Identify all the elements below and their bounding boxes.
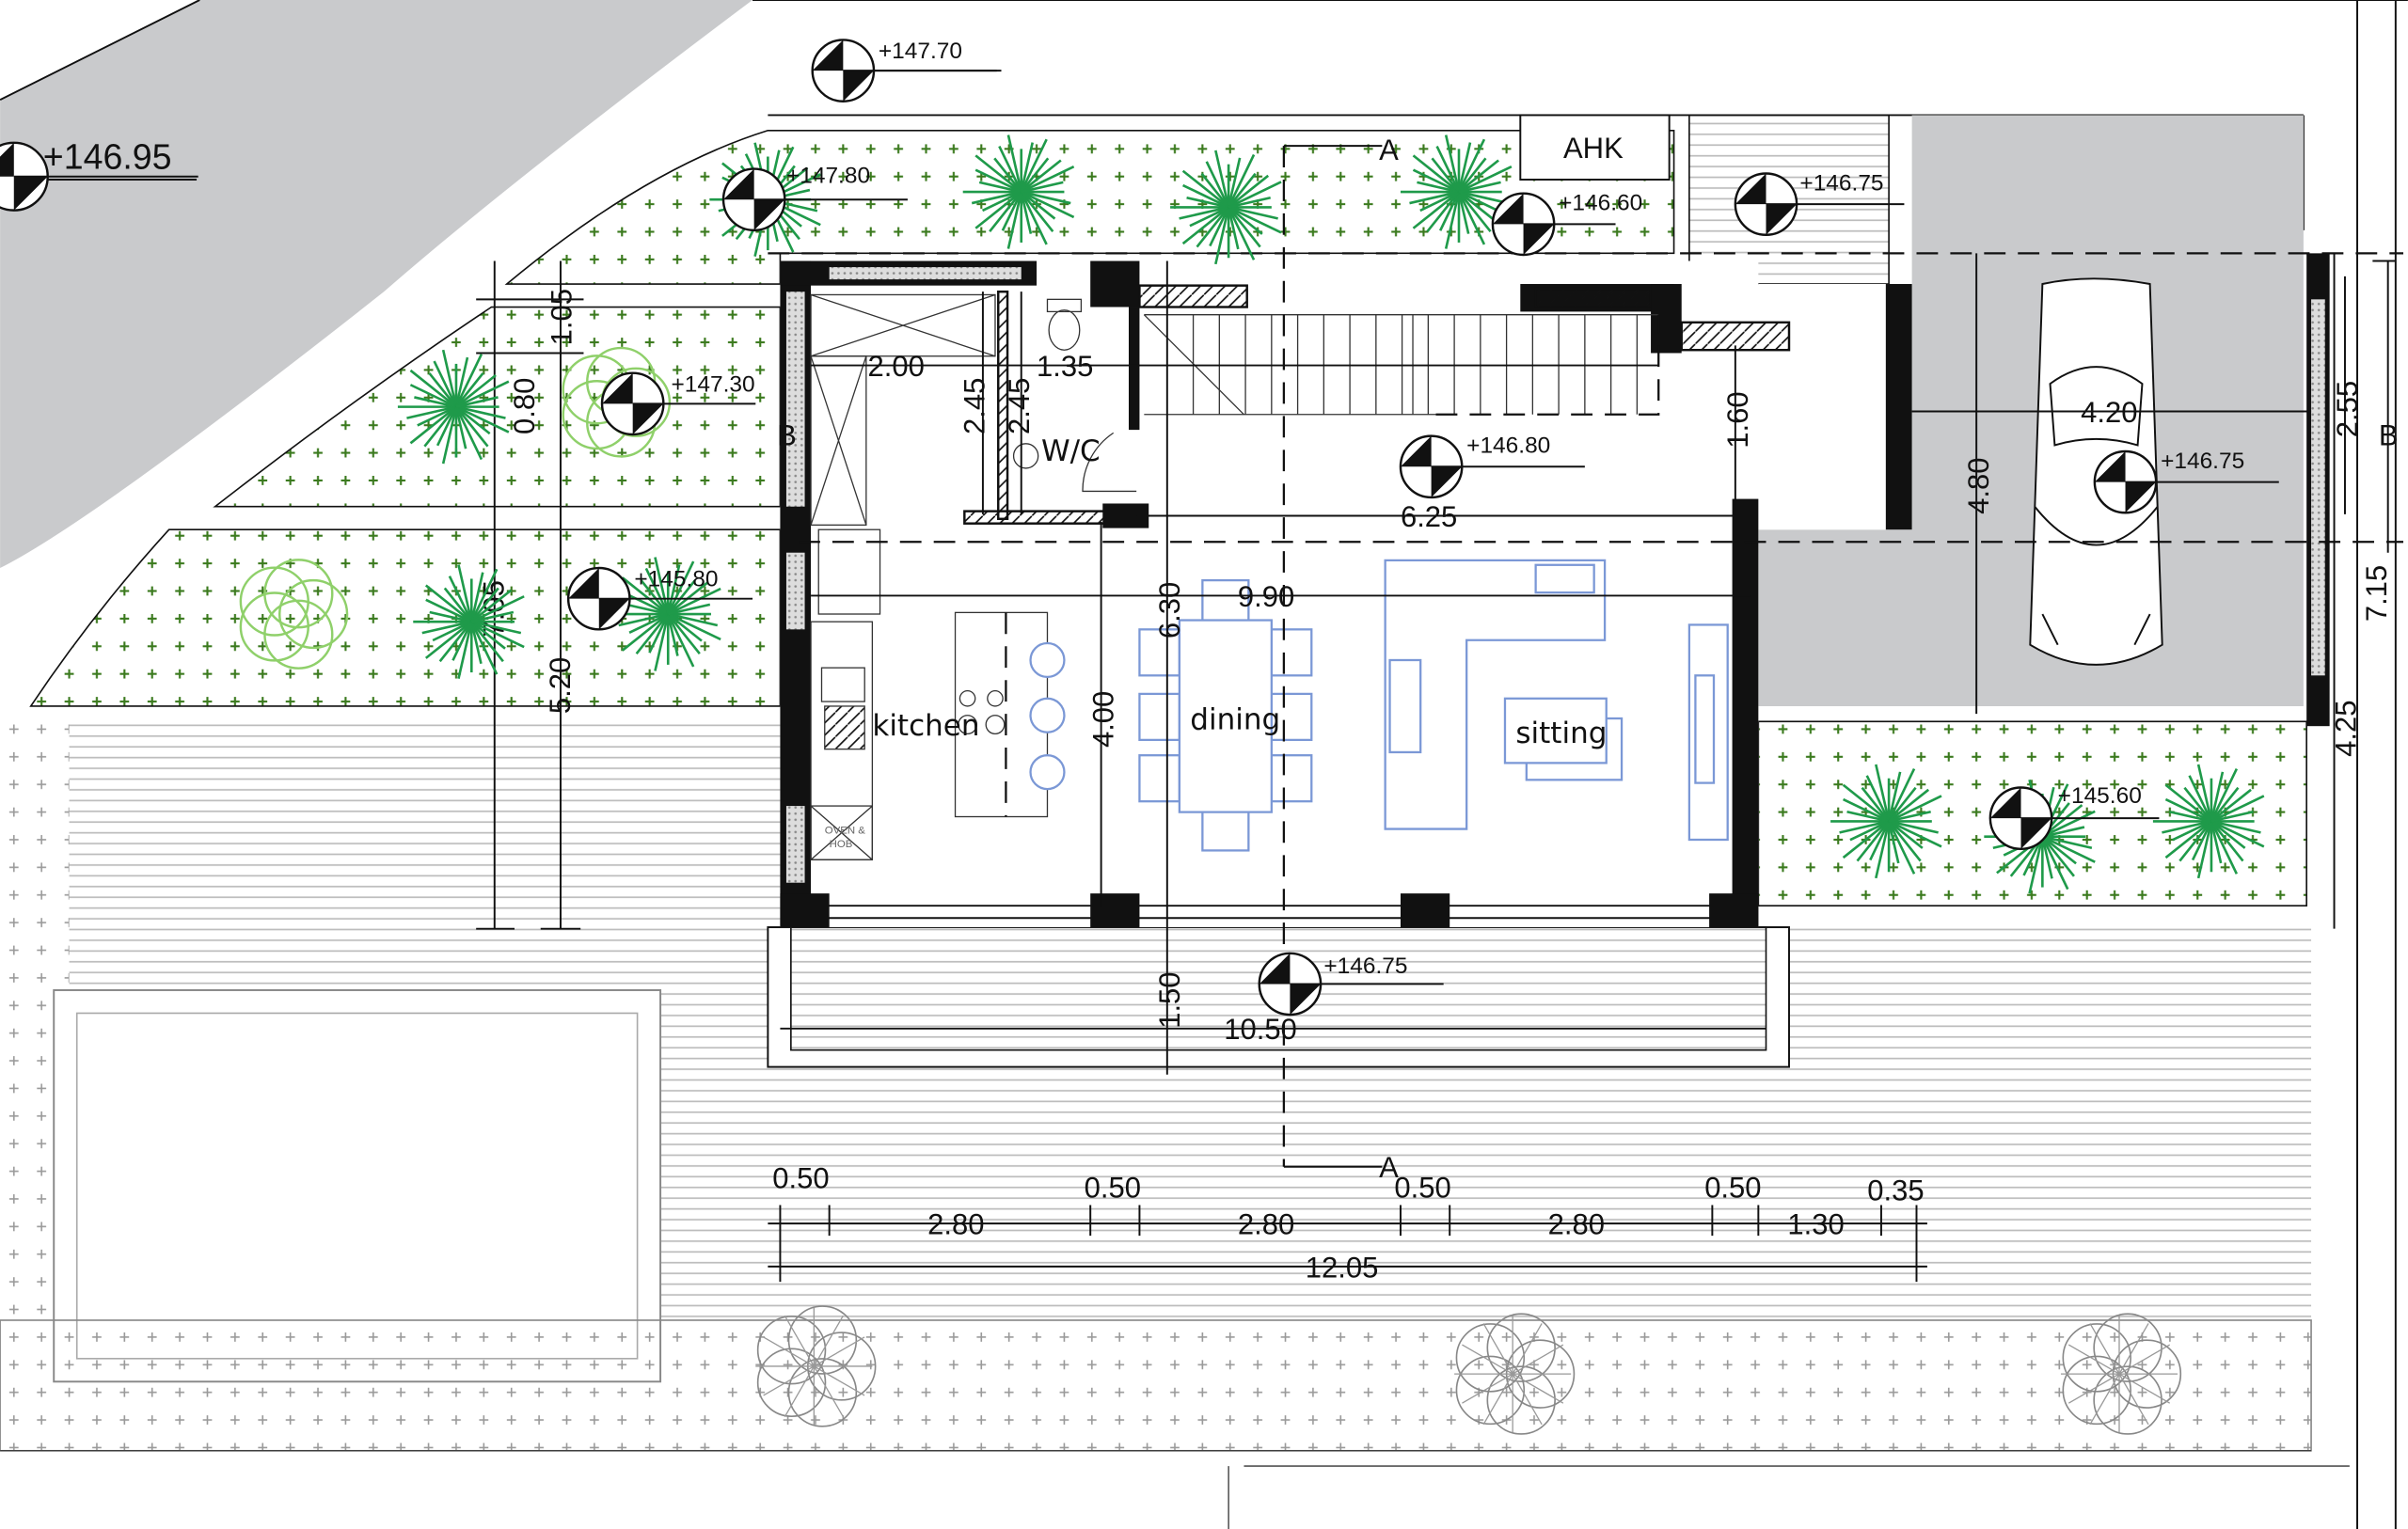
level-marker-icon xyxy=(600,371,756,436)
dim-stair-width: 6.25 xyxy=(1401,500,1457,533)
level-garden-left: +147.30 xyxy=(672,371,755,397)
dim-entrance-depth: 1.60 xyxy=(1721,391,1754,448)
wc-label: W/C xyxy=(1041,434,1101,468)
bar-stools xyxy=(1029,641,1066,791)
level-living: +146.80 xyxy=(1466,433,1550,459)
dim-kitchen-depth: 4.00 xyxy=(1087,691,1120,748)
level-terrace: +146.75 xyxy=(1323,954,1407,979)
tree-icon xyxy=(397,349,510,465)
sofa xyxy=(1384,559,1729,842)
dining-label: dining xyxy=(1190,702,1280,736)
level-marker-icon xyxy=(811,39,997,102)
section-b-right-label: B xyxy=(2379,418,2399,451)
dim-right-lower: 4.25 xyxy=(2329,700,2362,756)
road-area xyxy=(0,0,753,569)
hob-label: HOB xyxy=(830,839,853,850)
level-marker-icon xyxy=(1988,786,2160,851)
dim-living-depth: 6.30 xyxy=(1153,582,1186,638)
dim-terrace-width: 10.50 xyxy=(1224,1013,1297,1046)
section-a-bottom-label: A xyxy=(1379,1151,1399,1184)
level-markers xyxy=(0,39,2279,1017)
tree-icon xyxy=(610,557,721,671)
dim-col-4: 0.50 xyxy=(1704,1171,1761,1204)
section-a-top-label: A xyxy=(1379,134,1399,166)
road-edge xyxy=(0,0,200,101)
ahk-box xyxy=(1519,114,1671,181)
level-marker-icon xyxy=(721,167,908,232)
dim-terrace-depth: 1.50 xyxy=(1153,971,1186,1028)
level-marker-icon xyxy=(566,566,753,631)
garden-bottom xyxy=(0,1319,2312,1452)
level-garage: +146.75 xyxy=(2161,449,2244,474)
entrance-floor xyxy=(1758,284,1890,530)
sitting-label: sitting xyxy=(1515,717,1607,750)
tree-icon xyxy=(413,564,525,679)
dim-bay-4: 1.30 xyxy=(1787,1208,1844,1241)
garden-top xyxy=(504,129,1675,285)
dim-right-upper: 2.55 xyxy=(2331,381,2364,437)
toilet xyxy=(1012,298,1137,493)
oven-label: OVEN & xyxy=(825,825,865,836)
dim-col-1: 0.50 xyxy=(772,1162,829,1195)
level-garden-top: +147.80 xyxy=(786,163,870,188)
level-labels: +146.95 +147.70 +147.80 +146.60 +146.75 … xyxy=(43,39,2244,979)
tree-icon xyxy=(1830,764,1942,879)
trees xyxy=(239,134,2265,1435)
walls xyxy=(780,253,2330,928)
level-garden-right: +145.60 xyxy=(2058,783,2142,809)
dim-right-total: 7.15 xyxy=(2360,565,2393,622)
level-marker-icon xyxy=(0,141,198,212)
level-entrance: +146.75 xyxy=(1799,170,1883,196)
dim-bay-2: 2.80 xyxy=(1238,1208,1294,1241)
kitchen-label: kitchen xyxy=(872,709,979,743)
level-ahk-garden: +146.60 xyxy=(1559,191,1642,216)
tree-outline-icon xyxy=(2060,1313,2182,1435)
site-line-bottom xyxy=(0,1450,2350,1529)
section-a-markers xyxy=(1283,145,2396,1168)
dim-col-3: 0.50 xyxy=(1394,1171,1450,1204)
dim-garage-width: 4.20 xyxy=(2081,396,2137,429)
dim-bay-1: 2.80 xyxy=(927,1208,984,1241)
tree-outline-icon xyxy=(755,1305,877,1427)
dim-garage-depth: 4.80 xyxy=(1962,458,1995,514)
dim-wc-depth: 2.45 xyxy=(1003,378,1036,434)
tree-outline-icon xyxy=(1454,1313,1576,1435)
level-marker-icon xyxy=(1258,952,1444,1017)
dim-garden-1: 1.05 xyxy=(545,289,578,345)
dim-kitchen-width: 2.00 xyxy=(867,350,924,383)
tree-icon xyxy=(2152,764,2265,879)
dim-bay-3: 2.80 xyxy=(1548,1208,1605,1241)
tree-icon xyxy=(1170,150,1282,265)
dim-garden-2: 0.80 xyxy=(508,378,541,434)
dim-wc-width: 1.35 xyxy=(1037,350,1093,383)
dimension-labels: 2.00 1.35 2.45 2.45 1.05 0.80 7.05 5.20 … xyxy=(478,289,2393,1284)
dim-col-end: 0.35 xyxy=(1867,1174,1924,1207)
dim-garden-lower: 5.20 xyxy=(544,657,577,714)
tree-icon xyxy=(1400,134,1513,249)
ahk-label: AHK xyxy=(1563,132,1624,165)
level-road: +146.95 xyxy=(43,137,172,177)
level-marker-icon xyxy=(1491,192,1616,257)
tree-icon xyxy=(962,134,1075,249)
dim-col-2: 0.50 xyxy=(1085,1171,1141,1204)
section-b-left-label: B xyxy=(777,418,797,451)
level-top: +147.70 xyxy=(879,39,962,64)
dining-table xyxy=(1138,578,1313,852)
shrub-icon xyxy=(239,559,349,670)
kitchen-units xyxy=(810,293,1049,860)
dim-living-width: 9.90 xyxy=(1238,580,1294,613)
dim-total-width: 12.05 xyxy=(1306,1251,1379,1284)
level-marker-icon xyxy=(1399,434,1585,499)
pool xyxy=(53,989,662,1383)
level-marker-icon xyxy=(2093,449,2279,514)
level-marker-icon xyxy=(1734,172,1905,237)
dim-store-depth: 2.45 xyxy=(958,378,991,434)
level-garden-left-low: +145.80 xyxy=(634,567,718,592)
